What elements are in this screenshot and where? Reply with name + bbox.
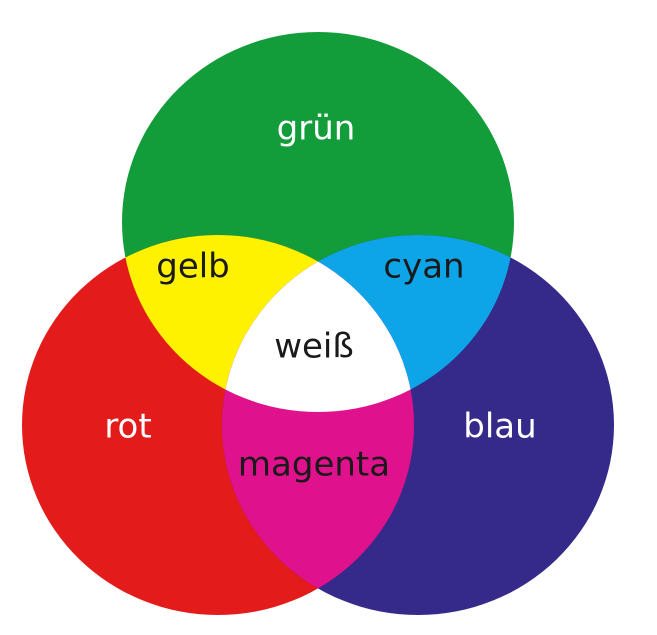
label-blau: blau bbox=[463, 407, 536, 447]
label-gruen: grün bbox=[277, 109, 356, 149]
label-rot: rot bbox=[104, 407, 151, 447]
label-magenta: magenta bbox=[238, 445, 390, 485]
label-gelb: gelb bbox=[156, 247, 230, 287]
label-cyan: cyan bbox=[383, 247, 464, 287]
label-weiss: weiß bbox=[274, 327, 354, 367]
white-overlap bbox=[222, 235, 414, 412]
